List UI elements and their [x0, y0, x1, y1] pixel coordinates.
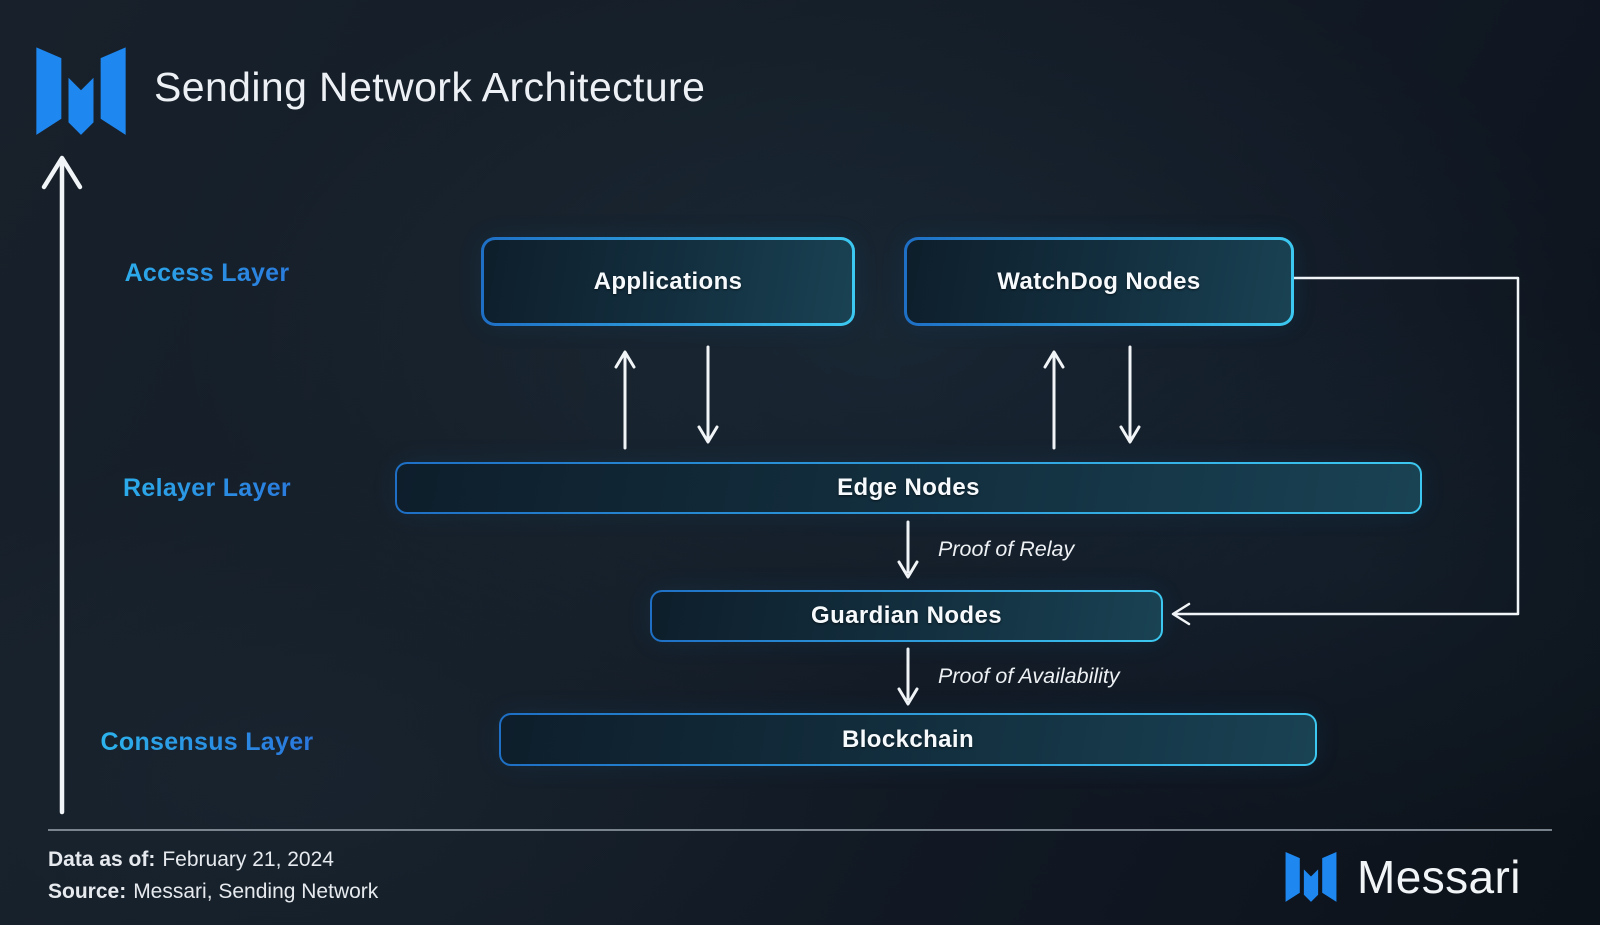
- source-value: Messari, Sending Network: [133, 880, 379, 903]
- watchdog-guardian-connector: [1171, 276, 1520, 626]
- apps-edge-down-arrow: [697, 345, 719, 444]
- node-applications: Applications: [481, 237, 855, 326]
- source-line: Source: Messari, Sending Network: [48, 880, 378, 904]
- node-guardian-nodes-label: Guardian Nodes: [811, 602, 1002, 629]
- node-blockchain-label: Blockchain: [841, 725, 975, 753]
- apps-edge-up-arrow: [614, 350, 636, 450]
- guardian-blockchain-arrow: [897, 647, 919, 706]
- node-edge-nodes-label: Edge Nodes: [837, 474, 980, 501]
- node-watchdog: WatchDog Nodes: [904, 237, 1294, 326]
- layer-label-consensus: Consensus Layer: [27, 728, 387, 757]
- data-as-of-label: Data as of:: [48, 848, 156, 871]
- layer-label-access: Access Layer: [27, 259, 387, 288]
- messari-logo-icon: [36, 47, 126, 135]
- brand-wordmark: Messari: [1357, 851, 1521, 903]
- node-blockchain: Blockchain: [499, 713, 1317, 766]
- data-as-of-line: Data as of: February 21, 2024: [48, 848, 334, 872]
- watchdog-edge-up-arrow: [1043, 350, 1065, 450]
- page-title: Sending Network Architecture: [154, 64, 706, 110]
- brand-block: Messari: [1285, 848, 1521, 906]
- node-watchdog-label: WatchDog Nodes: [997, 267, 1201, 295]
- edge-guardian-arrow: [897, 520, 919, 579]
- footer-divider: [48, 829, 1552, 831]
- proof-of-relay-label: Proof of Relay: [938, 537, 1075, 561]
- source-label: Source:: [48, 880, 127, 903]
- proof-of-availability-label: Proof of Availability: [938, 664, 1120, 688]
- node-guardian-nodes: Guardian Nodes: [650, 590, 1163, 642]
- watchdog-edge-down-arrow: [1119, 345, 1141, 444]
- node-applications-label: Applications: [593, 267, 743, 295]
- messari-footer-logo-icon: [1285, 851, 1337, 902]
- layer-label-relayer: Relayer Layer: [27, 474, 387, 503]
- data-as-of-value: February 21, 2024: [162, 848, 334, 871]
- node-edge-nodes: Edge Nodes: [395, 462, 1422, 514]
